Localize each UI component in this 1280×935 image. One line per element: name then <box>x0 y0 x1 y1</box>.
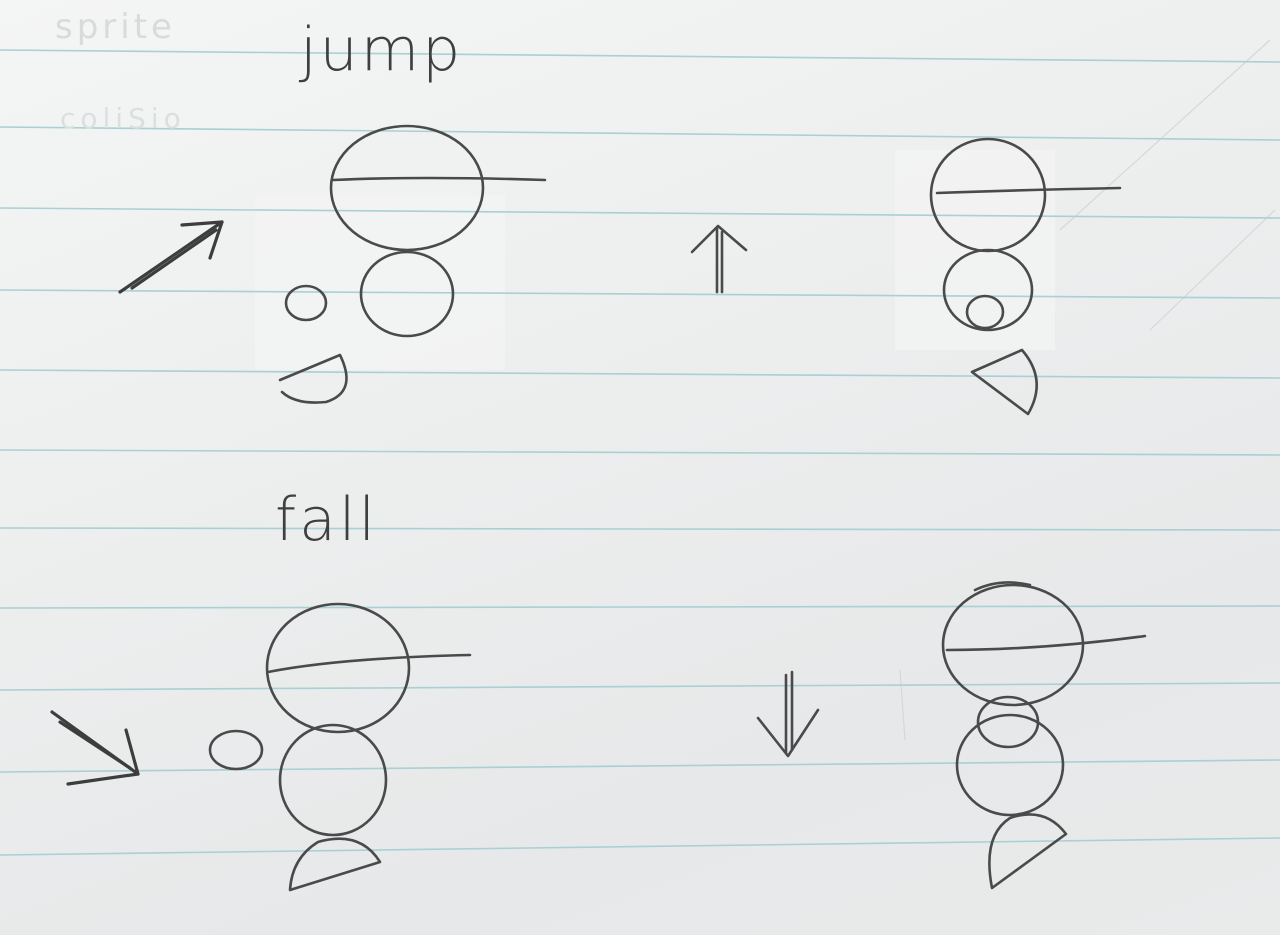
head-circle <box>941 583 1085 707</box>
fall-label: fall <box>275 485 378 555</box>
fall-sketch-2 <box>756 581 1147 890</box>
faint-erased-text: coliSio <box>60 102 186 135</box>
head-circle <box>329 124 485 252</box>
ruled-line <box>0 207 1280 219</box>
ruled-line <box>0 837 1280 856</box>
arrow-down-icon <box>756 670 820 758</box>
body-circle <box>359 250 455 338</box>
ruled-line <box>0 126 1280 141</box>
hand-circle <box>284 284 328 322</box>
body-circle <box>942 248 1034 332</box>
body-circle <box>278 723 388 837</box>
hand-circle <box>208 729 264 771</box>
foot-half-circle <box>970 348 1038 416</box>
headband-line <box>935 186 1122 195</box>
foot-half-circle <box>278 353 348 404</box>
ruled-line <box>0 289 1280 299</box>
foot-half-circle <box>988 813 1068 890</box>
body-circle <box>955 713 1065 817</box>
foot-half-circle <box>288 837 382 892</box>
jump-label: jump <box>298 15 463 85</box>
ruled-line <box>0 527 1280 531</box>
ruled-line <box>0 759 1280 773</box>
fall-sketch-1 <box>50 602 472 892</box>
hair-stroke <box>973 581 1032 592</box>
arrow-down-right-icon <box>50 710 140 786</box>
ruled-line <box>0 369 1280 379</box>
head-circle <box>265 602 411 734</box>
crease-line <box>899 669 906 741</box>
ruled-lines <box>0 49 1280 856</box>
crease-line <box>1149 209 1276 331</box>
ruled-line <box>0 605 1280 609</box>
headband-line <box>331 176 547 182</box>
ruled-line <box>0 49 1280 63</box>
jump-sketch-2 <box>690 137 1122 416</box>
faint-erased-text: sprite <box>55 7 176 47</box>
headband-line <box>266 653 472 674</box>
crease-line <box>1059 39 1271 231</box>
ruled-line <box>0 449 1280 456</box>
arrow-up-icon <box>690 224 748 294</box>
headband-line <box>945 634 1147 652</box>
hand-circle <box>965 294 1005 330</box>
arrow-up-right-icon <box>118 220 224 294</box>
tape-patch-left <box>255 195 505 370</box>
paper-texture <box>255 39 1276 741</box>
jump-sketch-1 <box>118 124 547 404</box>
ruled-line <box>0 682 1280 691</box>
